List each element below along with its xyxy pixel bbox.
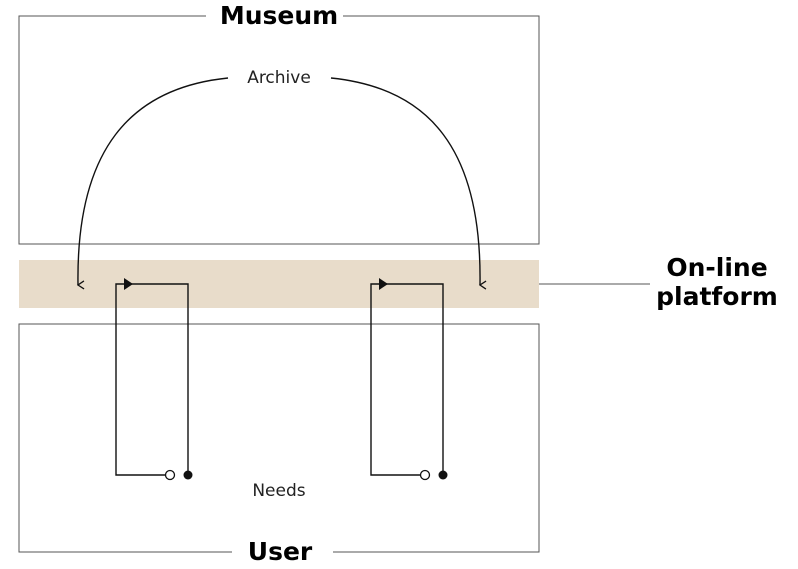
left-loop-outer-wire: [115, 283, 170, 476]
platform-title-line2: platform: [656, 282, 778, 311]
left-loop-filled-node-icon: [183, 470, 193, 480]
right-loop-open-node-icon: [419, 469, 431, 481]
archive-arc-right: [330, 77, 480, 285]
museum-box-frame: [18, 15, 540, 245]
museum-title: Museum: [220, 1, 338, 30]
user-title: User: [248, 537, 313, 566]
needs-label: Needs: [252, 481, 305, 501]
platform-title-line1: On-line: [666, 253, 767, 282]
user-box-frame: [18, 323, 540, 553]
right-loop-arrowhead-icon: [379, 278, 388, 290]
platform-band: [19, 260, 539, 308]
right-loop-inner-wire: [386, 283, 444, 475]
left-loop-open-node-icon: [164, 469, 176, 481]
right-loop-outer-wire: [370, 283, 425, 476]
archive-arc-left: [78, 77, 229, 285]
left-loop-inner-wire: [131, 283, 189, 475]
right-loop-filled-node-icon: [438, 470, 448, 480]
archive-label: Archive: [247, 68, 311, 88]
right-feedback-loop: [370, 278, 448, 481]
left-feedback-loop: [115, 278, 193, 481]
left-loop-arrowhead-icon: [124, 278, 133, 290]
